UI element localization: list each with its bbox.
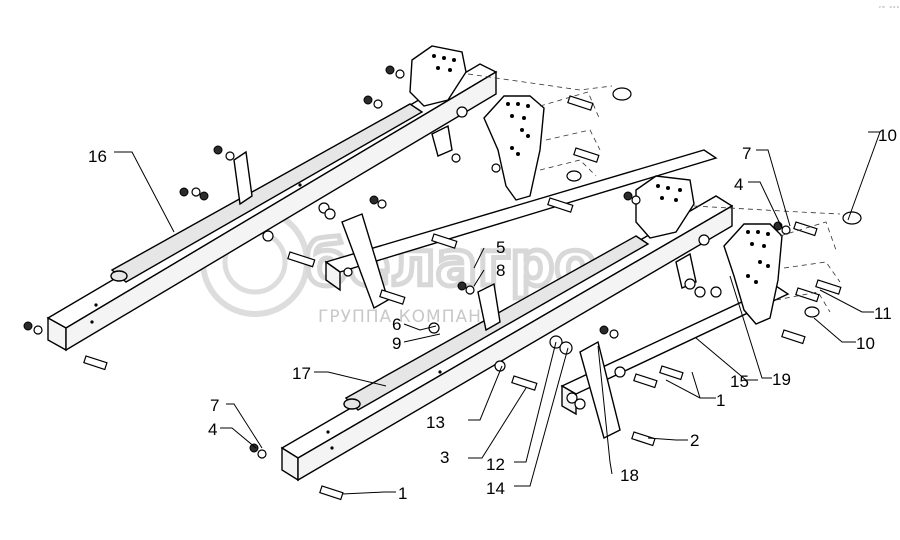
- upper-main-beam-side: [65, 70, 497, 352]
- callout-9: 9: [392, 334, 401, 353]
- callout-7-bottom: 7: [210, 396, 219, 415]
- callout-14: 14: [486, 479, 505, 498]
- callout-15: 15: [730, 372, 749, 391]
- upper-frame: [23, 45, 718, 371]
- watermark-subtitle: ГРУППА КОМПАНИИ: [318, 307, 509, 327]
- callout-13: 13: [426, 413, 445, 432]
- lower-vertical-bracket: [579, 340, 621, 440]
- pin-ring-icon-3: [842, 211, 862, 225]
- lower-dash-lines: [693, 205, 841, 313]
- lower-small-bracket: [477, 282, 501, 332]
- lower-bolts: [319, 211, 862, 501]
- callout-2: 2: [690, 431, 699, 450]
- pin-ring-icon: [612, 87, 632, 101]
- lower-mount-plate-right: [723, 223, 783, 325]
- upper-mount-plate-left: [409, 45, 467, 107]
- callout-11: 11: [874, 304, 892, 323]
- upper-nuts: [23, 65, 501, 335]
- plate-holes-upper-right: [506, 102, 530, 156]
- callout-18: 18: [620, 466, 639, 485]
- corner-mark: ᵛᵐ ᵒᵒᵒ: [878, 5, 900, 12]
- lower-frame: [249, 175, 862, 501]
- upper-dash-lines: [467, 73, 613, 177]
- upper-vertical-bracket: [341, 213, 389, 310]
- pin-ring-icon-2: [566, 170, 582, 182]
- callout-10-top: 10: [878, 126, 897, 145]
- callout-labels: 16 7 4 10 5 8 6 9 11 10 17 15 19 1 7 4 1…: [88, 126, 897, 503]
- upper-cross-beam-end: [325, 260, 341, 292]
- callout-8: 8: [496, 261, 505, 280]
- upper-bolts: [83, 87, 632, 371]
- callout-16: 16: [88, 147, 107, 166]
- upper-small-bracket-2: [431, 124, 453, 157]
- callout-1-bottom: 1: [398, 484, 407, 503]
- callout-3: 3: [440, 448, 449, 467]
- callout-10-bottom: 10: [856, 334, 875, 353]
- lower-main-beam-side: [297, 204, 733, 482]
- pin-ring-icon-4: [804, 306, 820, 318]
- leader-lines: [114, 131, 881, 495]
- callout-6: 6: [392, 315, 401, 334]
- callout-1-right: 1: [716, 391, 725, 410]
- callout-5: 5: [496, 238, 505, 257]
- upper-small-bracket: [233, 150, 253, 206]
- plate-holes-lower-left: [656, 184, 682, 202]
- callout-19: 19: [772, 370, 791, 389]
- callout-12: 12: [486, 455, 505, 474]
- callout-4-top: 4: [734, 175, 743, 194]
- upper-tube-end: [110, 270, 128, 282]
- callout-17: 17: [292, 364, 311, 383]
- plate-holes-upper-left: [432, 54, 456, 72]
- callout-4-bottom: 4: [208, 420, 217, 439]
- lower-nuts: [249, 191, 791, 459]
- plate-holes-lower-right: [746, 230, 770, 284]
- callout-7-top: 7: [742, 144, 751, 163]
- lower-tube-end: [343, 398, 361, 410]
